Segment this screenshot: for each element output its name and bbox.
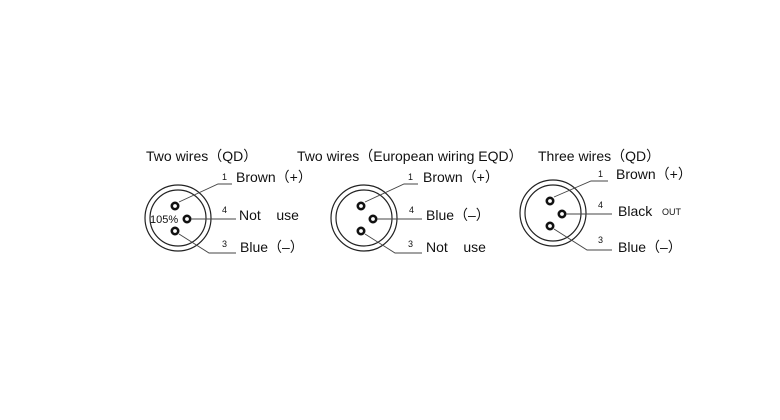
connector-inner-ring	[149, 189, 207, 247]
pin-label: Blue（–）	[240, 239, 304, 255]
pin-number: 3	[222, 239, 227, 249]
pin-label: Black	[618, 203, 653, 219]
pin-number: 1	[598, 169, 603, 179]
pin-number: 3	[408, 239, 413, 249]
connector-title: Two wires（European wiring EQD）	[297, 148, 523, 164]
pin-label: Blue（–）	[426, 207, 490, 223]
connector-outer-ring	[519, 179, 587, 247]
pin-number: 4	[598, 200, 603, 210]
pin-number: 4	[222, 205, 227, 215]
pin-4	[557, 209, 567, 219]
pin-label: Brown（+）	[423, 169, 499, 185]
connector-two-wires-qd: Two wires（QD） 105% 1 Brown（+） 4 Not use …	[144, 148, 312, 255]
leader-line-pin-3	[553, 228, 612, 251]
scale-badge: 105%	[150, 214, 178, 226]
connector-outer-ring	[144, 184, 212, 252]
pin-label: Blue（–）	[618, 239, 682, 255]
connector-title: Two wires（QD）	[146, 148, 257, 164]
pin-3	[170, 226, 180, 236]
leader-line-pin-3	[178, 233, 236, 254]
connector-three-wires-qd: Three wires（QD） 1 Brown（+） 4 Black OUT 3…	[519, 148, 692, 255]
connector-inner-ring	[335, 189, 393, 247]
pin-label: Brown（+）	[236, 169, 312, 185]
pin-number: 1	[222, 172, 227, 182]
pin-1	[545, 196, 555, 206]
pin-3	[545, 221, 555, 231]
pin-number: 3	[598, 235, 603, 245]
pin-label: Not use	[239, 207, 299, 223]
pin-4	[182, 214, 192, 224]
pin-number: 1	[408, 172, 413, 182]
connector-two-wires-eqd: Two wires（European wiring EQD） 1 Brown（+…	[297, 148, 523, 255]
pin-1	[356, 201, 366, 211]
pin-label: Not use	[426, 239, 486, 255]
output-tag: OUT	[662, 207, 682, 217]
pin-4	[368, 214, 378, 224]
connector-inner-ring	[524, 184, 582, 242]
connector-title: Three wires（QD）	[538, 148, 660, 164]
leader-line-pin-1	[178, 183, 232, 203]
pin-1	[170, 201, 180, 211]
pin-number: 4	[409, 205, 414, 215]
leader-line-pin-1	[553, 180, 608, 198]
leader-line-pin-3	[364, 233, 422, 254]
leader-line-pin-1	[364, 183, 418, 203]
pin-3	[356, 226, 366, 236]
pin-label: Brown（+）	[616, 166, 692, 182]
connector-outer-ring	[330, 184, 398, 252]
